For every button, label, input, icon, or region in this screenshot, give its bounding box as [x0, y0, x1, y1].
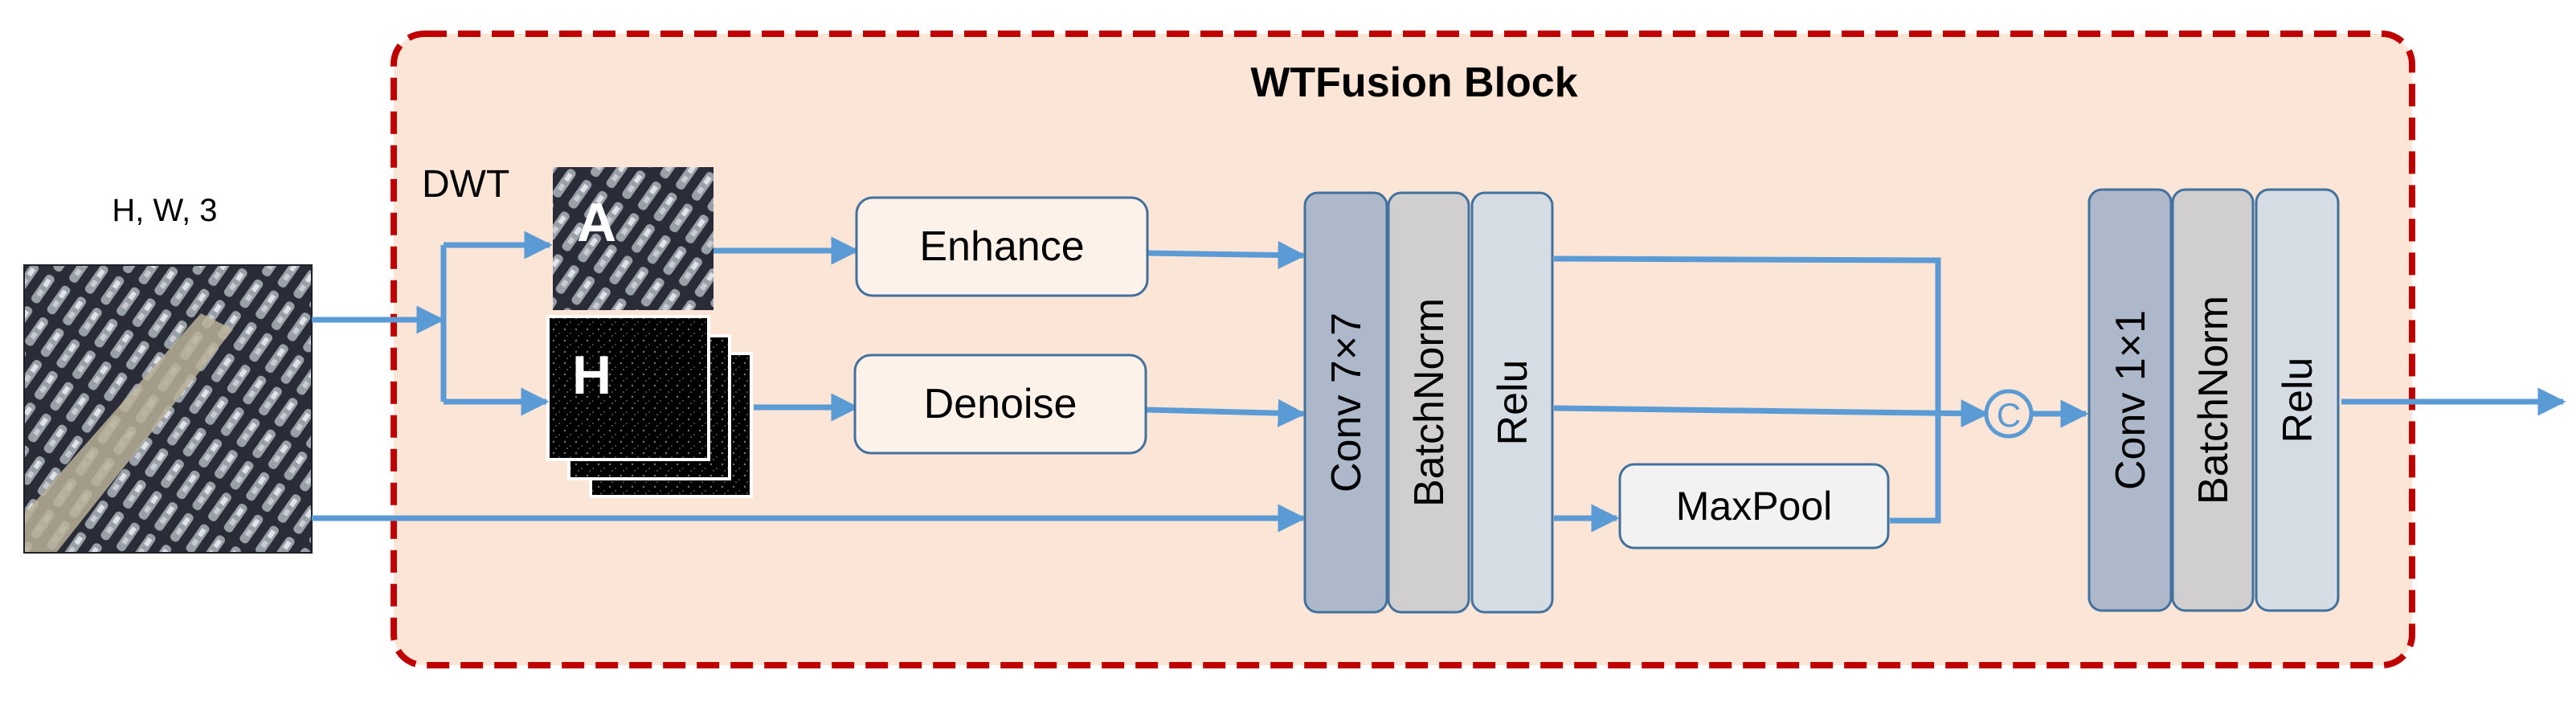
concat-node: C [1984, 389, 2034, 439]
denoise-module: Denoise [853, 354, 1147, 455]
connector-lines [312, 231, 2566, 533]
high-freq-letter: H [572, 345, 611, 406]
dwt-label: DWT [422, 163, 509, 206]
conv-stack-1: Conv 7×7 BatchNorm Relu [1303, 191, 1554, 614]
conv-stack-2: Conv 1×1 BatchNorm Relu [2087, 188, 2340, 612]
enhance-label: Enhance [919, 223, 1084, 270]
conv1x1-label: Conv 1×1 [2108, 310, 2154, 490]
low-freq-letter: A [577, 192, 616, 253]
input-shape-label: H, W, 3 [112, 193, 217, 228]
input-image [23, 264, 313, 554]
denoise-label: Denoise [924, 381, 1077, 427]
enhance-module: Enhance [855, 196, 1149, 297]
block-title: WTFusion Block [1250, 59, 1577, 106]
relu-label-1: Relu [1490, 360, 1536, 446]
dwt-high-frequency-stack: H [546, 315, 753, 498]
dwt-low-frequency-image: A [553, 167, 714, 310]
batchnorm-label-1: BatchNorm [1406, 298, 1453, 507]
maxpool-module: MaxPool [1618, 463, 1890, 550]
relu-label-2: Relu [2275, 358, 2321, 443]
conv7x7-label: Conv 7×7 [1323, 313, 1370, 492]
maxpool-label: MaxPool [1676, 484, 1833, 529]
batchnorm-label-2: BatchNorm [2190, 296, 2237, 505]
concat-symbol: C [1997, 396, 2021, 434]
